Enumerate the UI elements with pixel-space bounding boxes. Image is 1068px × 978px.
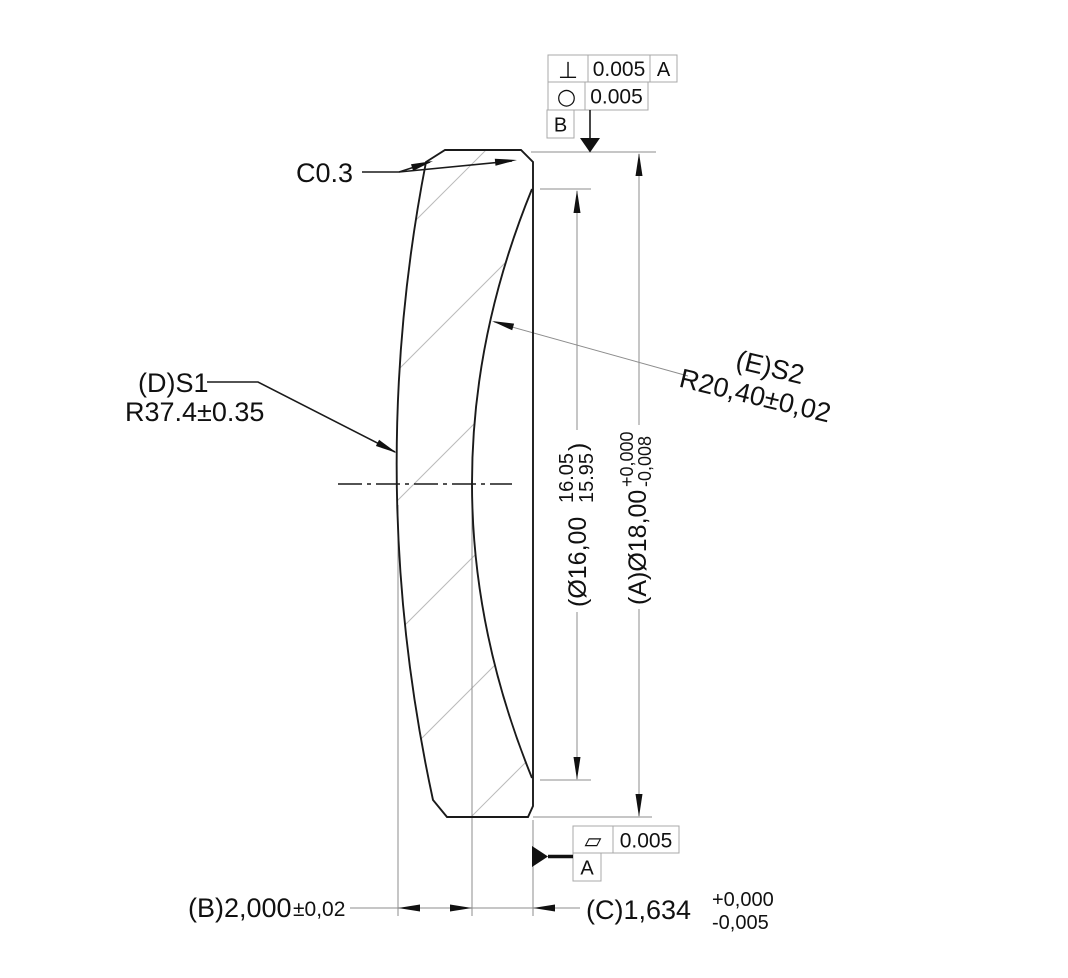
outer-diameter-prefix: (A)Ø18,00 xyxy=(624,490,652,605)
clear-aperture-dimension: (Ø16,00 16.05 15.95 ) xyxy=(550,430,598,612)
fcf-cell xyxy=(572,825,614,854)
arrowhead xyxy=(494,158,517,166)
arrowhead xyxy=(573,190,581,213)
outer-diameter-dimension: (A)Ø18,00 +0,000 -0,008 xyxy=(614,425,655,609)
fcf-cell xyxy=(584,81,649,111)
center-thickness-dimension: (B)2,000 ±0,02 xyxy=(188,893,345,923)
surface1-radius: R37.4±0.35 xyxy=(125,397,264,427)
text-mask xyxy=(550,430,596,612)
datum-b-triangle-icon xyxy=(580,138,600,153)
surface1-label: (D)S1 xyxy=(138,368,209,398)
circularity-tolerance: 0.005 xyxy=(590,86,643,109)
edge-distance-tol-lower: -0,005 xyxy=(712,912,769,934)
perpendicularity-datum-ref: A xyxy=(657,59,671,81)
fcf-cell xyxy=(572,852,602,882)
chamfer-leader-right xyxy=(398,160,513,173)
arrowhead xyxy=(635,794,643,817)
center-thickness-value: (B)2,000 xyxy=(188,893,292,923)
outer-diameter-tol-lower: -0,008 xyxy=(635,436,655,487)
surface1-leader xyxy=(207,381,396,453)
datum-b-label: B xyxy=(554,115,567,137)
surface2-curve xyxy=(471,188,533,779)
surface1-annotation: (D)S1 R37.4±0.35 xyxy=(125,368,264,427)
arrowhead xyxy=(635,153,643,176)
datum-a-triangle-icon xyxy=(532,846,548,867)
section-hatching xyxy=(396,150,533,817)
arrowheads xyxy=(375,153,643,912)
flatness-tolerance: 0.005 xyxy=(620,830,673,853)
clear-aperture-upper-limit: 16.05 xyxy=(556,453,578,503)
fcf-cell xyxy=(546,109,575,139)
chamfer-note: C0.3 xyxy=(296,158,353,188)
surface2-annotation: (E)S2 R20,40±0,02 xyxy=(677,345,834,429)
arrowhead xyxy=(533,904,555,912)
s2-leader-line xyxy=(493,321,689,377)
edge-distance-prefix: (C)1,634 xyxy=(586,895,691,925)
circularity-icon: ○ xyxy=(557,85,576,110)
fcf-cell xyxy=(649,54,678,83)
top-feature-control-frame: ⊥ 0.005 A ○ 0.005 B xyxy=(546,54,678,153)
bottom-feature-control-frame: ▱ 0.005 A xyxy=(532,825,680,882)
clear-aperture-suffix: ) xyxy=(564,443,592,451)
arrowhead xyxy=(375,439,397,453)
arrowhead xyxy=(450,904,472,912)
arrowhead xyxy=(411,161,433,171)
edge-distance-tol-upper: +0,000 xyxy=(712,889,774,911)
center-thickness-tolerance: ±0,02 xyxy=(293,898,345,921)
fcf-cell xyxy=(587,54,651,83)
edge-distance-dimension: (C)1,634 +0,000 -0,005 xyxy=(586,889,774,934)
datum-a-label: A xyxy=(580,858,594,880)
arrowhead xyxy=(398,904,420,912)
lens-outline xyxy=(395,149,534,818)
perpendicularity-tolerance: 0.005 xyxy=(593,58,646,81)
fcf-cell xyxy=(547,81,586,111)
clear-aperture-prefix: (Ø16,00 xyxy=(564,517,592,607)
outer-diameter-tol-upper: +0,000 xyxy=(617,431,637,487)
fcf-cell xyxy=(612,825,680,854)
arrowhead xyxy=(573,757,581,780)
text-mask xyxy=(614,425,654,609)
lens-cross-section xyxy=(338,149,534,818)
clear-aperture-lower-limit: 15.95 xyxy=(576,453,598,503)
flatness-icon: ▱ xyxy=(585,829,602,854)
arrowhead xyxy=(492,321,515,331)
perpendicularity-icon: ⊥ xyxy=(558,58,578,84)
